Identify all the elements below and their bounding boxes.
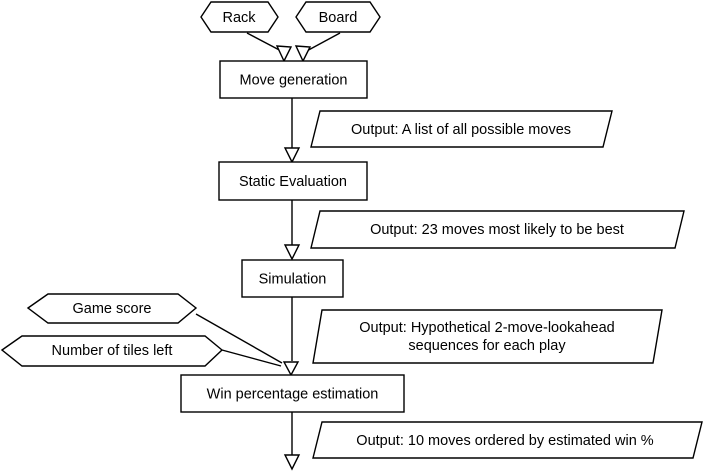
input-hexagon [26,293,198,324]
arrowhead-simulation [283,244,301,261]
process-box [180,374,405,413]
arrowhead-end [283,454,301,471]
input-hexagon [200,1,279,33]
input-hexagon [295,1,381,33]
arrowhead-static-evaluation [283,147,301,164]
input-hexagon [0,335,224,367]
input-board: Board [295,1,381,33]
input-label-board: Board [319,10,358,26]
output-parallelogram [312,421,703,459]
output-simulation: Output: Hypothetical 2-move-lookahead se… [312,309,663,364]
process-label-move-generation: Move generation [239,73,347,89]
output-parallelogram [310,110,613,148]
output-parallelogram [312,309,663,364]
input-tiles-left: Number of tiles left [0,335,224,367]
input-label-tiles-left: Number of tiles left [52,343,173,359]
output-win-estimation: Output: 10 moves ordered by estimated wi… [312,421,703,459]
arrowhead-rack [275,45,293,63]
input-rack: Rack [200,1,279,33]
arrowhead-board [294,45,312,63]
process-box [219,60,368,99]
process-move-generation: Move generation [219,60,368,99]
connectors [195,32,341,471]
output-label-move-generation: Output: A list of all possible moves [351,122,571,138]
input-game-score: Game score [26,293,198,324]
output-static-evaluation: Output: 23 moves most likely to be best [310,210,685,249]
arrow-tiles-left-to-win-estimation [221,349,282,367]
output-label-static-evaluation: Output: 23 moves most likely to be best [370,222,624,238]
output-move-generation: Output: A list of all possible moves [310,110,613,148]
output-label-simulation-line2: sequences for each play [408,338,566,354]
arrowhead-win-estimation [282,361,300,377]
output-label-simulation-line1: Output: Hypothetical 2-move-lookahead [359,320,615,336]
process-win-estimation: Win percentage estimation [180,374,405,413]
arrow-game-score-to-win-estimation [195,313,283,364]
output-parallelogram [310,210,685,249]
process-label-static-evaluation: Static Evaluation [239,174,347,190]
process-simulation: Simulation [241,259,344,298]
process-box [241,259,344,298]
output-label-win-estimation: Output: 10 moves ordered by estimated wi… [356,433,654,449]
process-static-evaluation: Static Evaluation [218,161,368,201]
process-label-simulation: Simulation [259,272,327,288]
input-label-game-score: Game score [73,301,152,317]
process-label-win-estimation: Win percentage estimation [207,387,379,403]
process-box [218,161,368,201]
input-label-rack: Rack [222,10,256,26]
